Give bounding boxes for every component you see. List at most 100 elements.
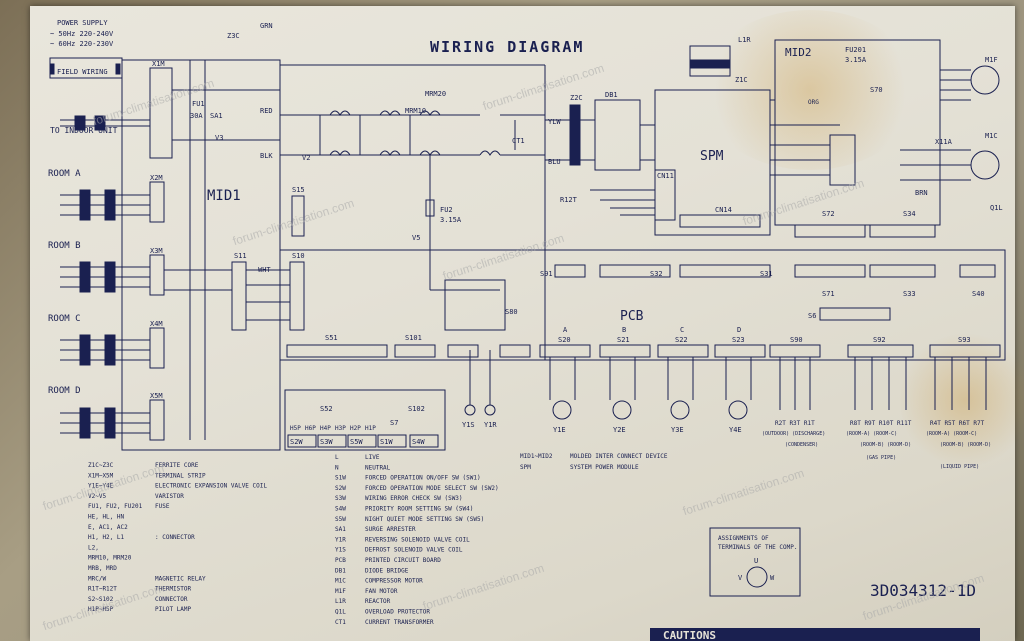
s15-label: S15: [292, 186, 305, 194]
m1f-label: M1F: [985, 56, 998, 64]
lamp-h3p: H3P: [335, 425, 346, 432]
assignments-title-1: ASSIGNMENTS OF: [718, 535, 769, 542]
legend-code: SPM: [520, 464, 531, 471]
legend-code: S2W: [335, 485, 346, 492]
fu1-label: FU1: [192, 100, 205, 108]
legend-code: M1C: [335, 578, 346, 585]
lamp-h6p: H6P: [305, 425, 316, 432]
thermistors-3-group: (ROOM-A) (ROOM-C): [926, 431, 977, 437]
legend-code: N: [335, 464, 339, 471]
thermistors-1-sub: (CONDENSER): [785, 442, 818, 448]
s7-label: S7: [390, 419, 398, 427]
legend-description: FUSE: [155, 503, 170, 510]
s11-label: S11: [234, 252, 247, 260]
valve-y3e: Y3E: [671, 426, 684, 434]
legend-code: L: [335, 454, 339, 461]
s92-label: S92: [873, 336, 886, 344]
wires: [49, 39, 1006, 641]
z1c-label: Z1C: [735, 76, 748, 84]
switch-panel: [284, 389, 446, 451]
legend-code: E, AC1, AC2: [88, 524, 128, 531]
legend-code: MRB, MRD: [88, 565, 117, 572]
wire-color-red: RED: [260, 107, 273, 115]
switch-s3w: S3W: [320, 438, 333, 446]
legend-description: NIGHT QUIET MODE SETTING SW (SW5): [365, 516, 484, 523]
s10-label: S10: [292, 252, 305, 260]
terminal-u: U: [754, 557, 758, 565]
to-indoor-unit-label: TO INDOOR UNIT: [50, 126, 118, 135]
legend-code: DB1: [335, 567, 346, 574]
legend-code: SA1: [335, 526, 346, 533]
legend-description: PRINTED CIRCUIT BOARD: [365, 557, 441, 564]
pcb-group-b: B: [622, 326, 626, 334]
s52-label: S52: [320, 405, 333, 413]
thermistors-1-labels: R2T R3T R1T: [775, 420, 815, 427]
thermistors-2-sub: (ROOM-B) (ROOM-D): [860, 442, 911, 448]
fu1-rating: 30A: [190, 112, 203, 120]
legend-description: NEUTRAL: [365, 464, 391, 471]
wire-color-blk: BLK: [260, 152, 273, 160]
relay-block: [444, 279, 506, 331]
legend-code: CT1: [335, 619, 346, 626]
legend-code: V2~V5: [88, 493, 106, 500]
v3-label: V3: [215, 134, 223, 142]
fu201-label: FU201: [845, 46, 866, 54]
switch-s4w: S4W: [412, 438, 425, 446]
terminal-strip-x1m: [149, 67, 173, 159]
legend-description: SURGE ARRESTER: [365, 526, 416, 533]
legend-code: S3W: [335, 495, 346, 502]
wiring-label-sheet: [30, 6, 1015, 641]
wire-color-brn: BRN: [915, 189, 928, 197]
valve-y1e: Y1E: [553, 426, 566, 434]
wire-color-blu: BLU: [548, 158, 561, 166]
s101-label: S101: [405, 334, 422, 342]
legend-description: CONNECTOR: [155, 596, 188, 603]
pcb-group-c: C: [680, 326, 684, 334]
legend-code: PCB: [335, 557, 346, 564]
mid1-label: MID1: [207, 188, 241, 204]
room-a-label: ROOM A: [48, 169, 81, 179]
thermistors-3-pipe: (LIQUID PIPE): [940, 464, 979, 470]
legend-description: MAGNETIC RELAY: [155, 575, 206, 582]
x11a-label: X11A: [935, 138, 953, 146]
room-c-label: ROOM C: [48, 314, 81, 324]
legend-description: ELECTRONIC EXPANSION VALVE COIL: [155, 483, 267, 490]
x5m-label: X5M: [150, 392, 163, 400]
mrm20-label: MRM20: [425, 90, 446, 98]
legend-code: S4W: [335, 506, 346, 513]
legend-description: CURRENT TRANSFORMER: [365, 619, 434, 626]
fu2-label: FU2: [440, 206, 453, 214]
legend-description: : CONNECTOR: [155, 534, 195, 541]
legend-description: DEFROST SOLENOID VALVE COIL: [365, 547, 463, 554]
switch-s2w: S2W: [290, 438, 303, 446]
legend-code: L2,: [88, 544, 99, 551]
switch-s1w: S1W: [380, 438, 393, 446]
legend-code: Y1S: [335, 547, 346, 554]
thermistors-2-labels: R8T R9T R10T R11T: [850, 420, 912, 427]
ct1-label: CT1: [512, 137, 525, 145]
legend-code: FU1, FU2, FU201: [88, 503, 143, 510]
legend-code: S5W: [335, 516, 346, 523]
lamp-h4p: H4P: [320, 425, 331, 432]
valve-y4e: Y4E: [729, 426, 742, 434]
s23-label: S23: [732, 336, 745, 344]
s90-label: S90: [790, 336, 803, 344]
thermistors-3-labels: R4T R5T R6T R7T: [930, 420, 985, 427]
s71-label: S71: [822, 290, 835, 298]
thermistors-2-group: (ROOM-A) (ROOM-C): [846, 431, 897, 437]
legend-description: FORCED OPERATION ON/OFF SW (SW1): [365, 475, 481, 482]
db1-box: [594, 99, 641, 171]
x1m-label: X1M: [152, 60, 165, 68]
legend-code: L1R: [335, 598, 346, 605]
fan-motor-m1f: [970, 65, 1000, 95]
thermistors-3-sub: (ROOM-B) (ROOM-D): [940, 442, 991, 448]
compressor-motor-m1c: [970, 150, 1000, 180]
legend-description: WIRING ERROR CHECK SW (SW3): [365, 495, 463, 502]
legend-description: TERMINAL STRIP: [155, 472, 206, 479]
pcb-box: [279, 249, 1006, 361]
document-number: 3D034312-1D: [870, 581, 976, 600]
wire-color-org: ORG: [808, 99, 819, 106]
s20-label: S20: [558, 336, 571, 344]
